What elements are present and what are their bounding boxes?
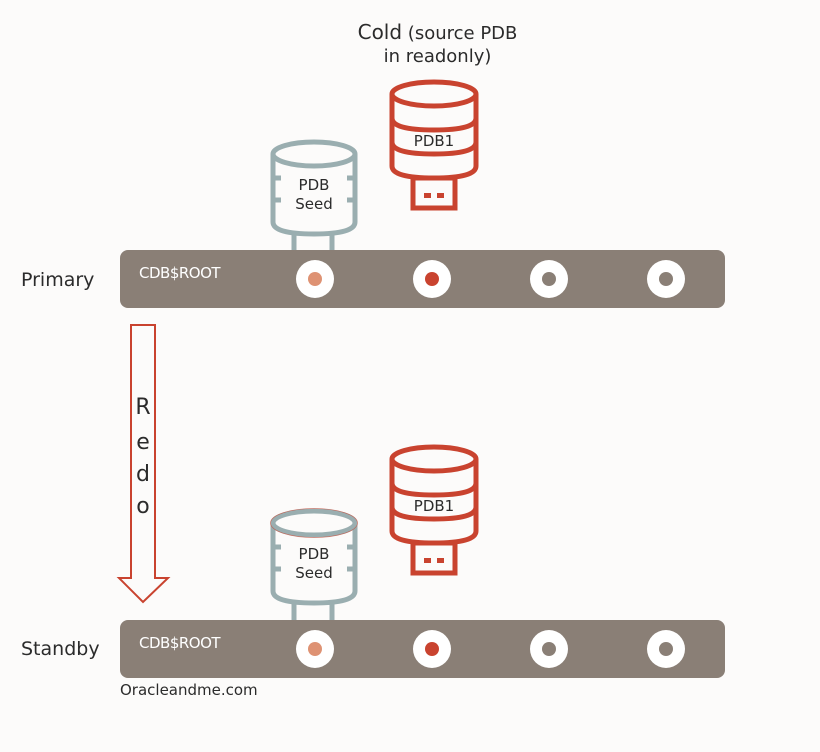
pdb-slot-empty-standby-2 xyxy=(647,630,685,668)
pdb1-label-standby: PDB1 xyxy=(414,497,454,515)
pdb-slot-empty-standby-1 xyxy=(530,630,568,668)
pdb-seed-database-icon-primary: PDB Seed xyxy=(270,139,358,252)
slot-dot-seed xyxy=(308,642,322,656)
site-credit: Oracleandme.com xyxy=(120,681,258,699)
seed-label-line2-standby: Seed xyxy=(295,564,333,582)
pdb1-label-primary: PDB1 xyxy=(414,132,454,150)
redo-letter-d: d xyxy=(136,462,150,487)
standby-label: Standby xyxy=(21,638,100,660)
primary-label: Primary xyxy=(21,269,95,291)
cold-title-rest: (source PDB xyxy=(407,23,518,44)
pdb-slot-empty-primary-1 xyxy=(530,260,568,298)
redo-letter-o: o xyxy=(136,494,150,519)
redo-arrow-icon xyxy=(116,324,171,604)
pdb-slot-pdb1-primary xyxy=(413,260,451,298)
slot-dot-pdb1 xyxy=(425,272,439,286)
cold-title-line1: Cold (source PDB xyxy=(330,20,545,44)
pdb1-database-icon-standby: PDB1 xyxy=(389,444,479,576)
slot-dot-empty xyxy=(542,642,556,656)
pdb-slot-seed-standby xyxy=(296,630,334,668)
cold-title-line2: in readonly) xyxy=(383,46,492,67)
pdb-slot-seed-primary xyxy=(296,260,334,298)
slot-dot-empty xyxy=(659,642,673,656)
slot-dot-empty xyxy=(542,272,556,286)
seed-label-line1-primary: PDB xyxy=(299,176,330,194)
cdb-root-bar-standby: CDB$ROOT xyxy=(120,620,725,678)
pdb-slot-empty-primary-2 xyxy=(647,260,685,298)
pdb-slot-pdb1-standby xyxy=(413,630,451,668)
seed-label-line2-primary: Seed xyxy=(295,195,333,213)
pdb1-database-icon-primary: PDB1 xyxy=(389,79,479,211)
pdb-seed-database-icon-standby: PDB Seed xyxy=(270,508,358,621)
seed-label-line1-standby: PDB xyxy=(299,545,330,563)
redo-letter-r: R xyxy=(135,395,151,420)
slot-dot-pdb1 xyxy=(425,642,439,656)
cdb-root-label-standby: CDB$ROOT xyxy=(139,634,221,652)
redo-letter-e: e xyxy=(136,430,150,455)
slot-dot-empty xyxy=(659,272,673,286)
cdb-root-bar-primary: CDB$ROOT xyxy=(120,250,725,308)
cold-title-bold: Cold xyxy=(357,20,403,44)
slot-dot-seed xyxy=(308,272,322,286)
cdb-root-label-primary: CDB$ROOT xyxy=(139,264,221,282)
